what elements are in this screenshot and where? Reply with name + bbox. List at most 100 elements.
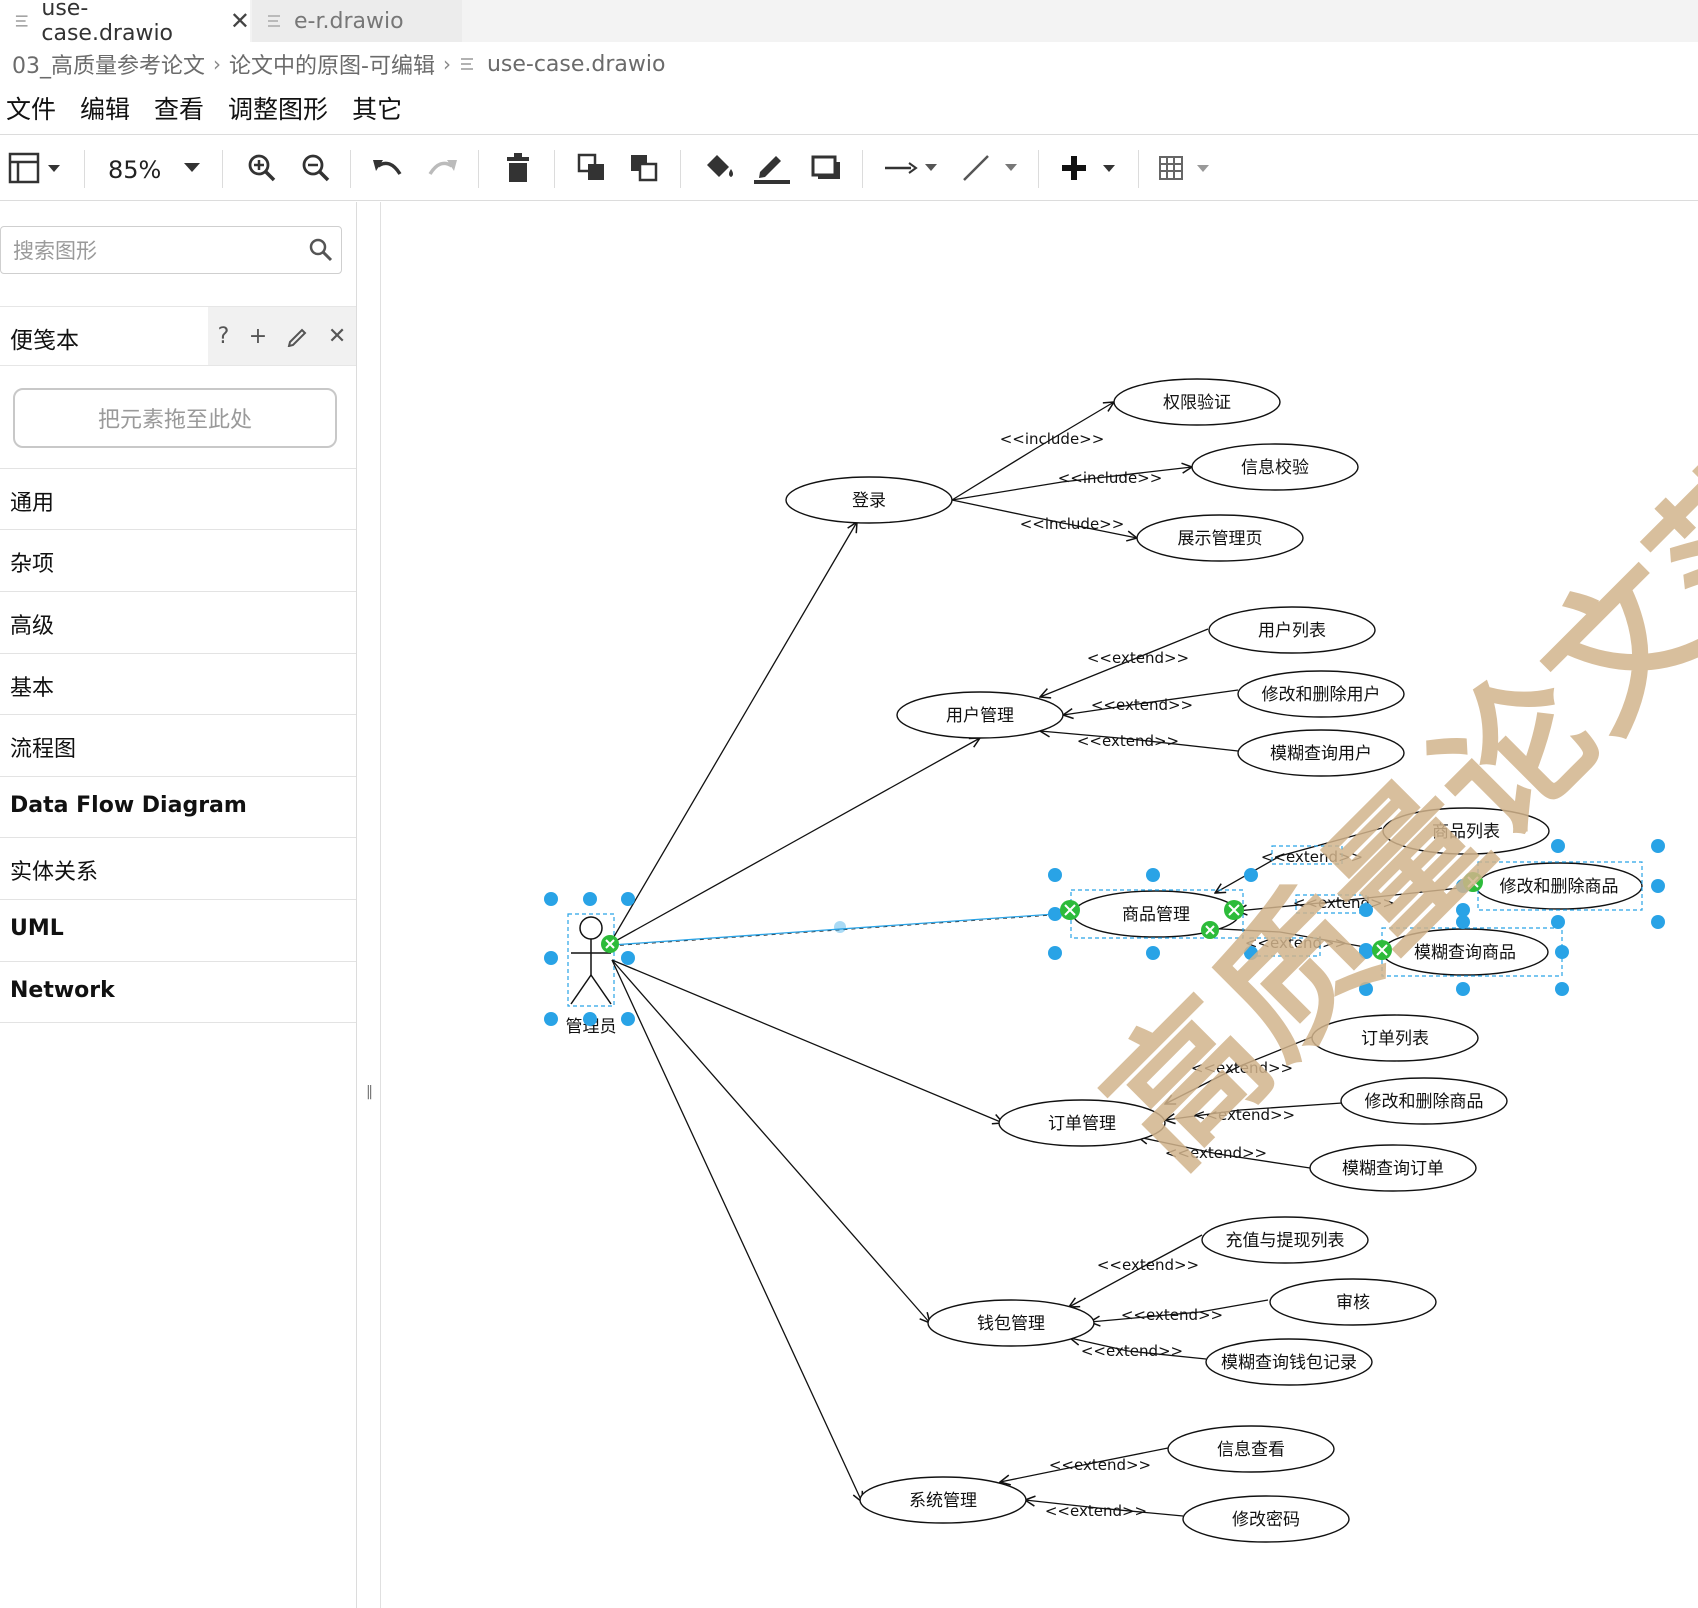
divider [380, 202, 381, 1608]
usecase-label: 钱包管理 [977, 1314, 1045, 1334]
breadcrumb-item[interactable]: 论文中的原图-可编辑 [229, 54, 435, 79]
shadow-button[interactable] [806, 150, 846, 186]
undo-button[interactable] [370, 150, 406, 186]
zoom-level[interactable]: 85% [108, 156, 162, 184]
extend-label: <<extend>> [1087, 649, 1189, 667]
usecase-wallet-mgmt[interactable]: 钱包管理 [927, 1299, 1095, 1347]
usecase-order-mgmt[interactable]: 订单管理 [998, 1099, 1166, 1147]
zoom-dropdown[interactable] [182, 150, 202, 186]
palette-data-flow[interactable]: Data Flow Diagram [0, 776, 356, 837]
extend-label: <<extend>> [1191, 1059, 1293, 1077]
paint-bucket-icon [707, 155, 733, 177]
usecase-user-list[interactable]: 用户列表 [1208, 606, 1376, 654]
line-color-button[interactable] [752, 150, 792, 186]
usecase-goods-query[interactable]: 模糊查询商品 [1381, 928, 1549, 976]
usecase-label: 信息校验 [1241, 458, 1309, 478]
menu-extras[interactable]: 其它 [352, 95, 403, 124]
table-button[interactable] [1156, 150, 1218, 186]
insert-button[interactable] [1058, 150, 1120, 186]
extend-label: <<extend>> [1261, 848, 1363, 866]
palette-advanced[interactable]: 高级 [0, 591, 356, 652]
usecase-label: 系统管理 [909, 1491, 977, 1511]
usecase-wallet-query[interactable]: 模糊查询钱包记录 [1205, 1338, 1373, 1386]
usecase-user-edit[interactable]: 修改和删除用户 [1237, 670, 1405, 718]
selection-handles[interactable] [544, 839, 1665, 1026]
usecase-goods-edit[interactable]: 修改和删除商品 [1475, 862, 1643, 910]
to-back-button[interactable] [626, 150, 662, 186]
extend-label: <<extend>> [1193, 1106, 1295, 1124]
tab-use-case[interactable]: use-case.drawio ✕ [0, 0, 250, 46]
usecase-order-query[interactable]: 模糊查询订单 [1309, 1144, 1477, 1192]
usecase-user-mgmt[interactable]: 用户管理 [896, 691, 1064, 739]
edit-icon[interactable] [287, 325, 309, 347]
palette-flowchart[interactable]: 流程图 [0, 714, 356, 775]
usecase-label: 用户管理 [946, 706, 1014, 726]
scratchpad-dropzone[interactable]: 把元素拖至此处 [13, 388, 337, 448]
usecase-goods-list[interactable]: 商品列表 [1382, 807, 1550, 855]
redo-button[interactable] [424, 150, 460, 186]
delete-button[interactable] [500, 150, 536, 186]
menu-arrange[interactable]: 调整图形 [228, 95, 329, 124]
zoom-out-button[interactable] [298, 150, 334, 186]
menu-edit[interactable]: 编辑 [80, 95, 131, 124]
usecase-order-edit[interactable]: 修改和删除商品 [1340, 1077, 1508, 1125]
palette-misc[interactable]: 杂项 [0, 529, 356, 590]
connection-points[interactable] [601, 872, 1483, 960]
close-icon[interactable]: ✕ [229, 7, 250, 35]
extend-label: <<extend>> [1097, 1256, 1199, 1274]
undo-icon [373, 160, 402, 175]
breadcrumb-item[interactable]: 03_高质量参考论文 [12, 54, 205, 79]
relationship-lines [951, 402, 1479, 1517]
palette-basic[interactable]: 基本 [0, 653, 356, 714]
usecase-wallet-list[interactable]: 充值与提现列表 [1201, 1216, 1369, 1264]
send-to-back-icon [631, 155, 658, 182]
search-input[interactable] [11, 235, 295, 267]
usecase-sys-info[interactable]: 信息查看 [1167, 1425, 1335, 1473]
association-line [611, 914, 1056, 947]
divider [350, 150, 351, 188]
usecase-sys-mgmt[interactable]: 系统管理 [859, 1476, 1027, 1524]
menu-view[interactable]: 查看 [154, 95, 205, 124]
divider [478, 150, 479, 188]
scratchpad-header[interactable]: 便笺本 ? + ✕ [0, 306, 356, 366]
usecase-info-check[interactable]: 信息校验 [1191, 443, 1359, 491]
zoom-in-button[interactable] [244, 150, 280, 186]
tab-e-r[interactable]: e-r.drawio [252, 0, 462, 42]
to-front-button[interactable] [574, 150, 610, 186]
usecase-wallet-audit[interactable]: 审核 [1269, 1278, 1437, 1326]
format-panel-button[interactable] [6, 150, 66, 186]
usecase-show-admin[interactable]: 展示管理页 [1136, 514, 1304, 562]
palette-general[interactable]: 通用 [0, 468, 356, 529]
menu-file[interactable]: 文件 [6, 95, 57, 124]
usecase-label: 权限验证 [1163, 393, 1231, 413]
palette-entity-relation[interactable]: 实体关系 [0, 837, 356, 898]
extend-label: <<extend>> [1091, 696, 1193, 714]
waypoints-button[interactable] [960, 150, 1022, 186]
palette-uml[interactable]: UML [0, 899, 356, 960]
zoom-out-icon [302, 154, 330, 182]
close-icon[interactable]: ✕ [327, 323, 347, 349]
usecase-sys-pwd[interactable]: 修改密码 [1182, 1495, 1350, 1543]
usecase-auth[interactable]: 权限验证 [1113, 378, 1281, 426]
palette-network[interactable]: Network [0, 961, 356, 1023]
usecase-user-query[interactable]: 模糊查询用户 [1237, 729, 1405, 777]
usecase-goods-mgmt[interactable]: 商品管理 [1072, 890, 1240, 938]
chevron-down-icon [184, 163, 200, 172]
breadcrumb: 03_高质量参考论文 › 论文中的原图-可编辑 › use-case.drawi… [12, 46, 665, 82]
usecase-order-list[interactable]: 订单列表 [1311, 1014, 1479, 1062]
breadcrumb-item[interactable]: use-case.drawio [486, 51, 666, 77]
diagram-canvas[interactable]: 管理员 [382, 202, 1698, 1608]
help-icon[interactable]: ? [217, 323, 230, 349]
extend-label: <<extend>> [1165, 1144, 1267, 1162]
selected-association[interactable] [611, 913, 1056, 946]
add-icon[interactable]: + [248, 323, 268, 349]
panel-splitter[interactable]: ‖ [366, 1084, 373, 1100]
usecase-login[interactable]: 登录 [785, 476, 953, 524]
connection-style-button[interactable] [882, 150, 942, 186]
divider [1138, 150, 1139, 188]
extend-label: <<extend>> [1077, 732, 1179, 750]
search-icon[interactable] [309, 238, 333, 262]
usecase-label: 商品列表 [1432, 822, 1500, 842]
fill-color-button[interactable] [700, 150, 740, 186]
actor-admin[interactable]: 管理员 [566, 913, 617, 1037]
